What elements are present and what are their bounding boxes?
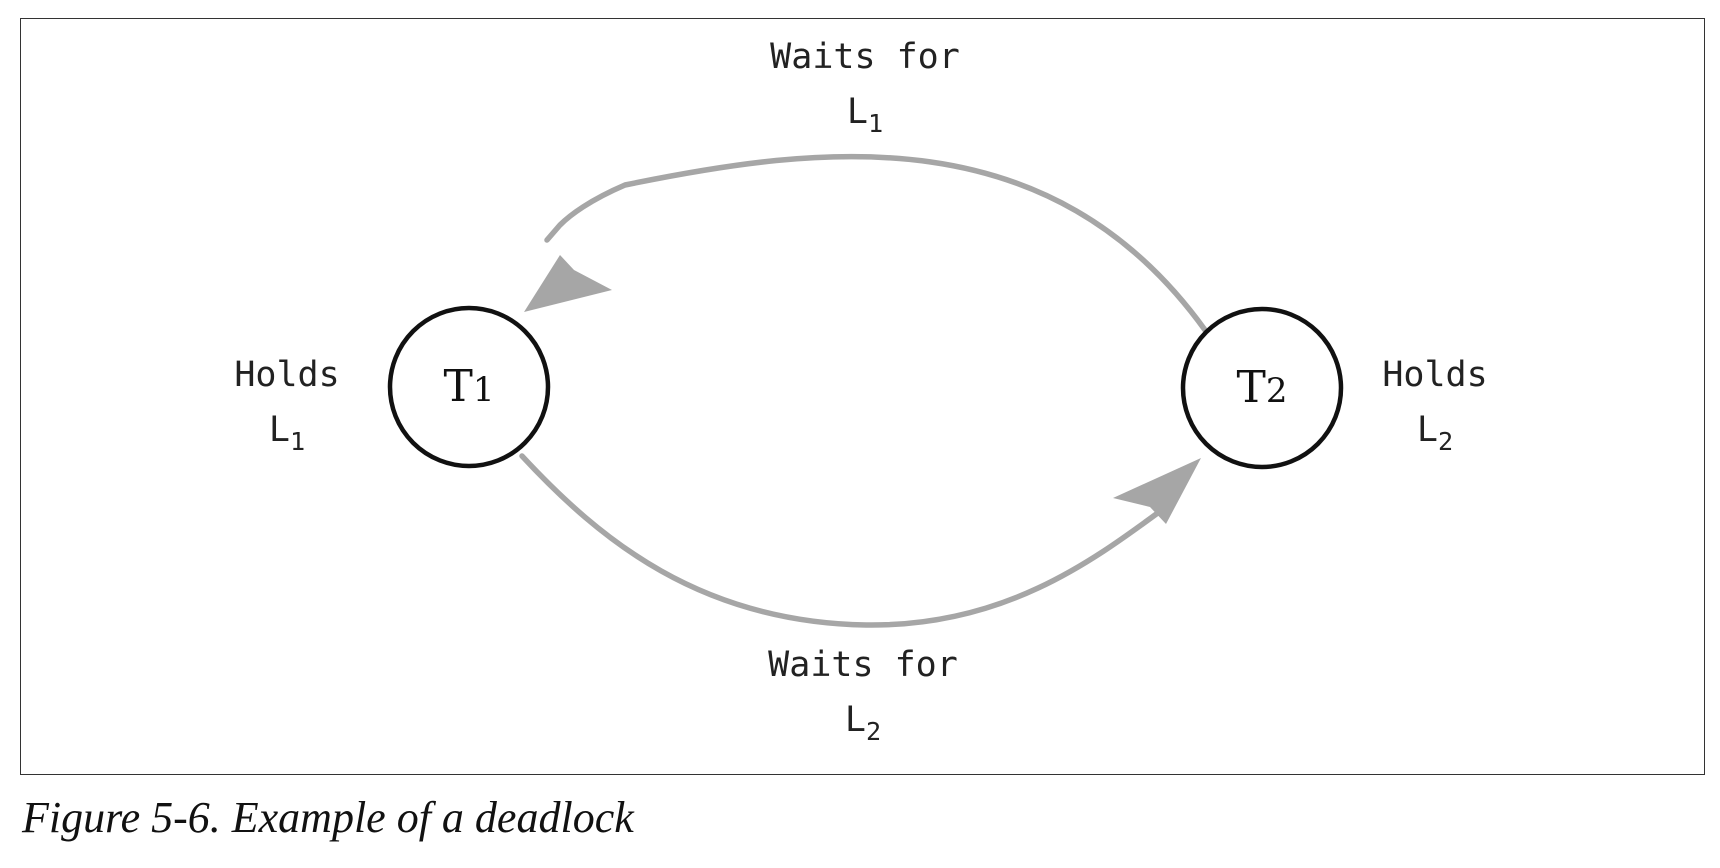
lock-subscript: 1 [289, 426, 306, 456]
figure-frame [20, 18, 1705, 775]
node-t2-subscript: 2 [1265, 371, 1288, 411]
node-t1-circle [387, 305, 551, 469]
edge-t1-to-t2 [519, 453, 1173, 628]
lock-letter: L [268, 410, 290, 450]
waits-l2-lock: L2 [738, 700, 988, 744]
waits-l2-text: Waits for [768, 645, 958, 685]
arrowhead-t2 [1113, 458, 1201, 524]
lock-letter: L [1416, 410, 1438, 450]
arrowhead-t1 [524, 255, 612, 312]
node-t1-label: T1 [389, 365, 549, 411]
figure-caption: Figure 5-6. Example of a deadlock [22, 793, 634, 842]
node-t2-letter: T [1236, 362, 1266, 413]
holds-l2-text: Holds [1382, 355, 1488, 395]
deadlock-diagram [387, 153, 1344, 628]
holds-l1-label: Holds L1 [212, 355, 362, 454]
node-t2-circle [1180, 306, 1344, 470]
lock-subscript: 1 [867, 108, 884, 138]
node-t2-label: T2 [1182, 366, 1342, 412]
node-t1-letter: T [443, 361, 473, 412]
holds-l2-lock: L2 [1360, 410, 1510, 454]
waits-l2-label: Waits for L2 [738, 645, 988, 744]
holds-l1-text: Holds [234, 355, 340, 395]
lock-subscript: 2 [865, 716, 882, 746]
waits-l1-text: Waits for [770, 37, 960, 77]
lock-letter: L [844, 700, 866, 740]
holds-l2-label: Holds L2 [1360, 355, 1510, 454]
waits-l1-lock: L1 [740, 92, 990, 136]
lock-subscript: 2 [1437, 426, 1454, 456]
lock-letter: L [846, 92, 868, 132]
edge-t2-to-t1 [544, 153, 1208, 333]
holds-l1-lock: L1 [212, 410, 362, 454]
waits-l1-label: Waits for L1 [740, 37, 990, 136]
node-t1-subscript: 1 [472, 370, 495, 410]
